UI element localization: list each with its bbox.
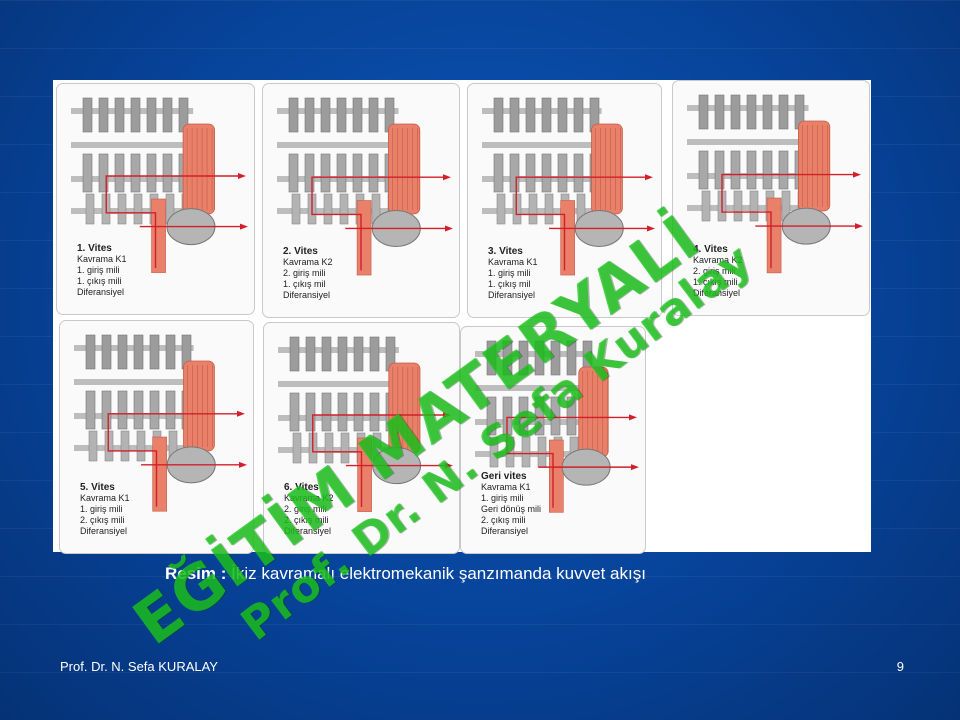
panel-title: 1. Vites [77, 243, 112, 254]
gearbox-drawing [475, 340, 639, 513]
panel-line: Diferansiyel [488, 290, 536, 300]
panel-line: 2. giriş mili [284, 504, 327, 514]
panel-line: Kavrama K1 [481, 482, 531, 492]
gearbox-drawing [687, 94, 863, 274]
footer-author: Prof. Dr. N. Sefa KURALAY [60, 659, 218, 674]
panel-line: Kavrama K2 [693, 255, 743, 265]
panel-line: Diferansiyel [283, 290, 331, 300]
panel-line: Diferansiyel [80, 526, 128, 536]
panel-line: 1. giriş mili [80, 504, 123, 514]
caption-prefix: Resim : [165, 564, 227, 583]
figure-caption: Resim : İkiz kavramalı elektromekanik şa… [165, 564, 646, 584]
gearbox-drawing [71, 97, 248, 273]
panel-line: 2. giriş mili [693, 266, 736, 276]
panel-line: 1. çıkış mil [488, 279, 531, 289]
panel-line: 1. çıkış mili [77, 276, 122, 286]
panel-title: 5. Vites [80, 482, 115, 493]
panel-line: Geri dönüş mili [481, 504, 542, 514]
panel-title: 6. Vites [284, 482, 319, 493]
caption-text: İkiz kavramalı elektromekanik şanzımanda… [226, 564, 646, 583]
panel-line: Diferansiyel [284, 526, 332, 536]
panel-line: Diferansiyel [693, 288, 741, 298]
panel-line: 2. çıkış mili [80, 515, 125, 525]
panel-line: Kavrama K2 [283, 257, 333, 267]
panel-line: 2. çıkış mili [481, 515, 526, 525]
panel-line: 1. çıkış mili [693, 277, 738, 287]
panel-line: Diferansiyel [481, 526, 529, 536]
panel-line: Kavrama K1 [488, 257, 538, 267]
panel-line: Kavrama K1 [77, 254, 127, 264]
panel-line: 2. çıkış mili [284, 515, 329, 525]
gearbox-drawing [482, 97, 655, 276]
panel-title: 4. Vites [693, 244, 728, 255]
gearbox-drawing [74, 334, 247, 512]
panel-line: 1. giriş mili [481, 493, 524, 503]
gearbox-drawing [277, 97, 453, 276]
panel-title: Geri vites [481, 471, 527, 482]
gearbox-drawing [278, 336, 453, 512]
panel-title: 2. Vites [283, 246, 318, 257]
panel-line: 2. giriş mili [283, 268, 326, 278]
panel-line: Kavrama K1 [80, 493, 130, 503]
panel-title: 3. Vites [488, 246, 523, 257]
panel-line: Kavrama K2 [284, 493, 334, 503]
panel-line: Diferansiyel [77, 287, 125, 297]
page-number: 9 [896, 659, 904, 674]
panel-line: 1. çıkış mil [283, 279, 326, 289]
panel-line: 1. giriş mili [77, 265, 120, 275]
panel-line: 1. giriş mili [488, 268, 531, 278]
